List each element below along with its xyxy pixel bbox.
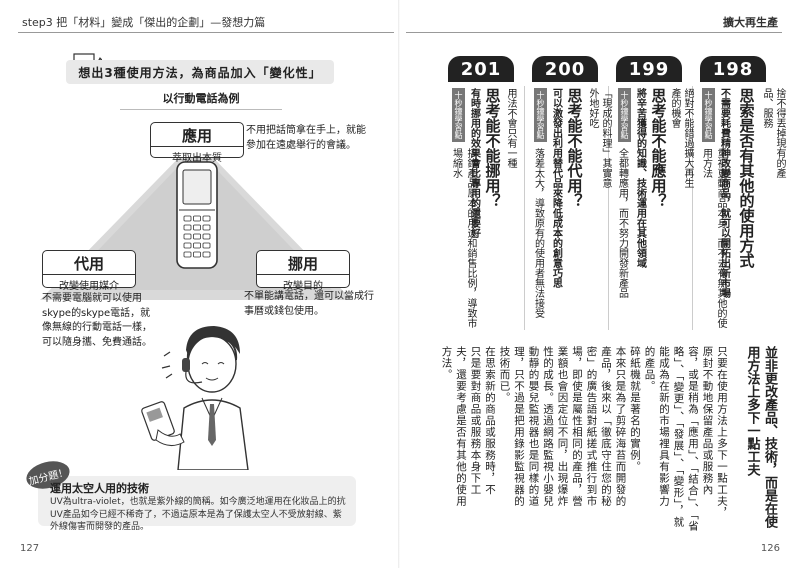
body-line: 略」、「變更」、「發展」、「變形」，就: [672, 346, 685, 528]
column-divider: [608, 86, 609, 330]
body-line: 動靜的嬰兒監視器也是同樣的道: [527, 346, 540, 507]
q198-title: 思索是否有其他的使用方式: [737, 88, 756, 268]
body-line: 的產品。: [643, 346, 656, 392]
q200-body: 落差太大，導致原有的使用者無法接受: [532, 148, 544, 318]
mobile-phone-icon: [176, 161, 218, 269]
item-number-199: 199: [616, 56, 682, 82]
q198-tag: 十秒鐘學習點: [702, 88, 715, 142]
q201-tag: 十秒鐘學習點: [452, 88, 465, 142]
header-rule: [18, 32, 394, 33]
substitute-note: 不需要電腦就可以使用skype的skype電話，就像無線的行動電話一樣，可以隨身…: [42, 293, 152, 348]
left-page: step3 把「材料」變成「傑出的企劃」—發想力篇 想出3種使用方法，為商品加入…: [18, 16, 394, 554]
body-line: 性的成長。透過網路監視小嬰兒: [542, 346, 554, 507]
q198-body: 重視更動商品本身，而不去有無其他的使用方法: [700, 148, 727, 328]
body-line: 原封不動地保留產品或服務內: [701, 346, 714, 496]
bonus-text: UV為ultra-violet，也就是紫外線的簡稱。如今廣泛地運用在化妝品上的抗…: [50, 497, 346, 533]
q201-subtitle: 有時挪用的效果會比專用的還要好: [468, 88, 480, 238]
divert-note: 不單能講電話，還可以當成行事曆或錢包使用。: [244, 291, 374, 317]
q201-lead: 用法不會只有一種: [505, 88, 516, 168]
body-line: 能成為在新的市場裡具有影響力: [658, 346, 670, 507]
q201-title: 思考能不能挪用？: [483, 88, 502, 208]
page-number-right: 126: [760, 543, 780, 554]
lower-body-text: 只要在使用方法上多下一點工夫，原封不動地保留產品或服務內容，或是稍為「應用」、「…: [440, 346, 730, 536]
section-subtitle: 以行動電話為例: [120, 90, 282, 110]
businessman-with-headset-illustration: [161, 326, 249, 470]
substitute-subheading: 改變使用媒介: [43, 274, 135, 294]
body-line: 本來只是為了剪碎海苔而開發的: [614, 346, 627, 507]
body-line: 業額也會因定位不同，出現爆炸: [556, 346, 569, 507]
body-line: 碎紙機就是著名的實例。: [629, 346, 641, 473]
q199-subtitle: 將辛苦獲得的知識、技術運用在其他領域: [634, 88, 646, 268]
body-line: 容，或是稍為「應用」、「結合」、「省: [687, 346, 699, 532]
bonus-box: [38, 476, 356, 526]
q199-tag: 十秒鐘學習點: [618, 88, 631, 142]
apply-subheading: 萃取出本質: [151, 146, 243, 166]
divert-subheading: 改變目的: [257, 274, 349, 294]
q200-tag: 十秒鐘學習點: [534, 88, 547, 142]
item-number-200: 200: [532, 56, 598, 82]
column-divider: [692, 86, 693, 330]
q201-body: 搞錯產品原本的用途和銷售比例，導致市場縮水: [450, 148, 477, 328]
page-number-left: 127: [20, 543, 40, 554]
apply-box: 應用 萃取出本質: [150, 122, 244, 164]
q198-lead: 捨不得丟掉現有的產品、服務: [761, 88, 785, 178]
q200-subtitle: 可以激發出利用替代品來降低成本的創意巧思: [550, 88, 562, 288]
q200-title: 思考能不能代用？: [565, 88, 584, 208]
body-line: 夫，還要考慮是否有其他的使用: [455, 346, 467, 507]
substitute-box: 代用 改變使用媒介: [42, 250, 136, 292]
running-header-left: step3 把「材料」變成「傑出的企劃」—發想力篇: [22, 16, 266, 29]
apply-note: 不用把話筒拿在手上，就能參加在遠處舉行的會議。: [246, 125, 366, 151]
body-line: 理，只不過是把用錄影監視器的: [513, 346, 525, 507]
body-line: 產品，後來以「徹底守住您的秘: [600, 346, 612, 507]
column-divider: [524, 86, 525, 330]
body-line: 方法。: [440, 346, 453, 381]
q199-title: 思考能不能應用？: [649, 88, 668, 208]
item-number-201: 201: [448, 56, 514, 82]
body-line: 場，即使是屬性相同的產品，營: [571, 346, 583, 507]
body-line: 密」的廣告語對紙搓式推行到市: [585, 346, 598, 507]
running-header-right: 擴大再生產: [723, 16, 778, 29]
bonus-title: 運用太空人用的技術: [50, 482, 149, 495]
body-line: 只要在使用方法上多下一點工夫，: [716, 346, 728, 519]
q199-lead: 絕對不能錯過擴大再生產的機會: [669, 88, 693, 188]
section-title: 想出3種使用方法，為商品加入「變化性」: [66, 60, 334, 84]
divert-heading: 挪用: [287, 255, 318, 273]
q199-body: 全都轉應用，而不努力開發新產品: [616, 148, 628, 298]
substitute-heading: 代用: [73, 255, 104, 273]
item-number-198: 198: [700, 56, 766, 82]
q200-lead: 「現成的料理」其實意外地好吃: [587, 88, 611, 188]
lower-heading: 並非更改產品、技術，而是在使用方法上多下一點工夫: [744, 346, 777, 528]
apply-heading: 應用: [181, 127, 212, 145]
handheld-device-icon: [141, 401, 185, 446]
body-line: 在思索新的商品或服務時，不: [484, 346, 496, 496]
right-page: 擴大再生產 201 200 199 198 捨不得丟掉現有的產品、服務 思索是否…: [400, 0, 800, 568]
header-rule: [406, 32, 782, 33]
body-line: 只是要對商品或服務本身下工: [469, 346, 482, 496]
divert-box: 挪用 改變目的: [256, 250, 350, 292]
q198-subtitle: 不需要耗費精神改變商品，就可以開拓出新市場: [718, 88, 730, 298]
body-line: 技術而已。: [498, 346, 511, 404]
